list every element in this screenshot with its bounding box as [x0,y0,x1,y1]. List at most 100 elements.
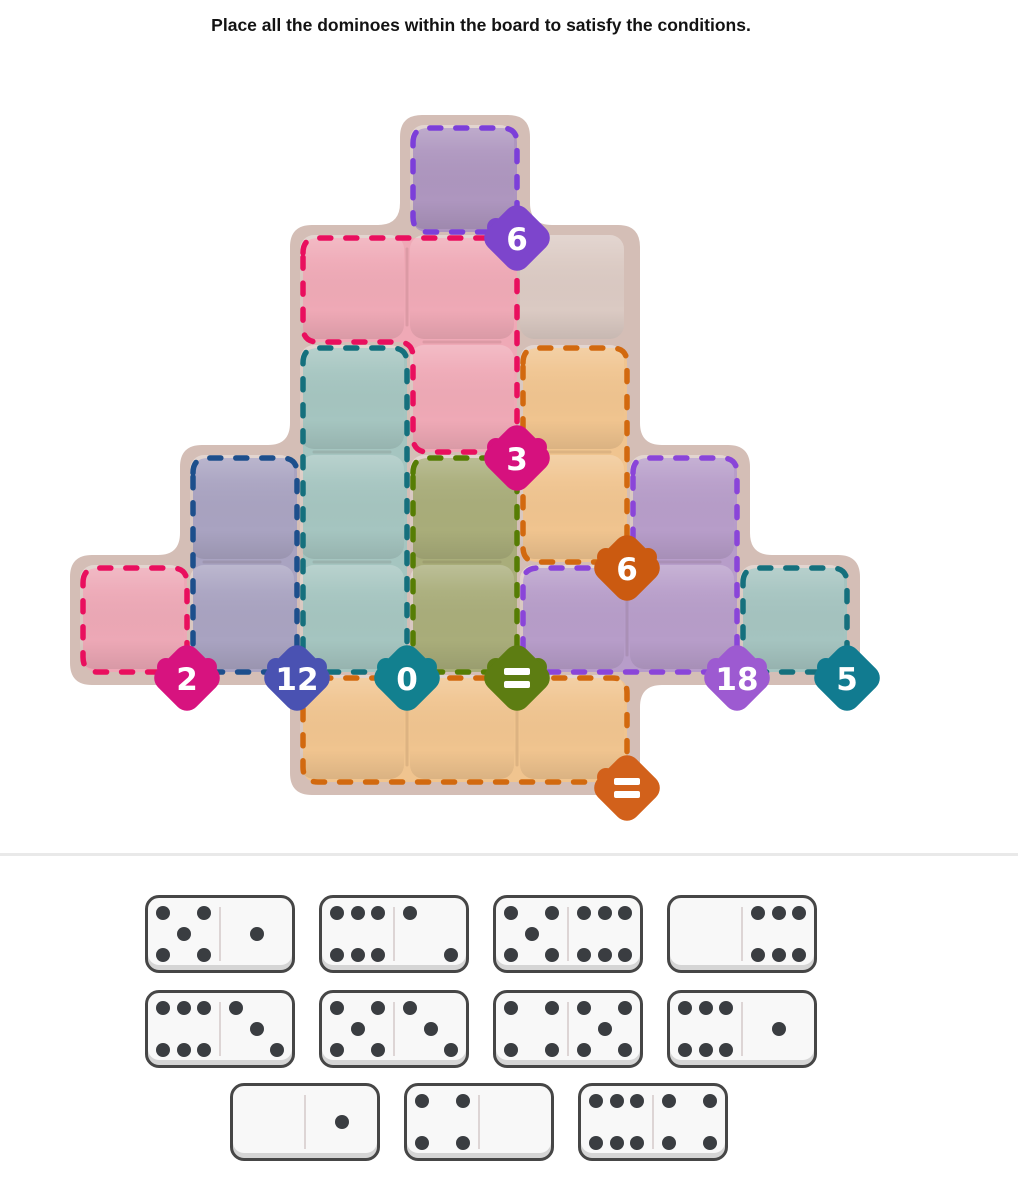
pip [597,947,612,962]
instructions-text: Place all the dominoes within the board … [211,15,751,35]
pip [618,1042,633,1057]
badge-diamond [484,425,550,491]
cell-shade [190,565,294,669]
pip [155,947,170,962]
domino-6-3[interactable] [145,990,295,1068]
pip [771,947,786,962]
pip [609,1135,624,1150]
pip [576,906,591,921]
domino-5-3[interactable] [319,990,469,1068]
badge-12: 12 [264,645,330,711]
pip [334,1115,349,1129]
domino-half-0 [233,1086,304,1158]
badge-diamond [814,645,880,711]
pip [402,906,417,921]
badge-5: 5 [814,645,880,711]
pip [371,1042,386,1057]
badge-label: 18 [715,662,758,698]
equals-icon [504,668,530,675]
badge-diamond [264,645,330,711]
cell-shade [410,675,514,779]
pip [371,947,386,962]
badge-diamond [594,535,660,601]
equals-icon [504,681,530,688]
pip [771,1022,786,1036]
equals-icon [614,791,640,798]
equals-icon [614,778,640,785]
domino-6-1[interactable] [667,990,817,1068]
pip [545,1001,560,1016]
domino-half-4 [407,1086,478,1158]
domino-half-2 [395,898,466,970]
cell-shade [410,455,514,559]
domino-6-4[interactable] [578,1083,728,1161]
domino-4-5[interactable] [493,990,643,1068]
pip [750,947,765,962]
pip [329,1001,344,1016]
domino-half-1 [743,993,814,1065]
pip [545,1042,560,1057]
pip [703,1135,718,1150]
domino-half-1 [306,1086,377,1158]
pip [423,1022,438,1036]
pip [661,1094,676,1109]
badge-label: 2 [176,662,198,698]
pip [155,1042,170,1057]
pip [698,1001,713,1016]
pip [576,947,591,962]
pip [414,1135,429,1150]
domino-half-4 [496,993,567,1065]
pip [524,927,539,941]
domino-divider [219,907,221,961]
pip [329,906,344,921]
pip [249,927,264,941]
domino-half-6 [581,1086,652,1158]
pip [350,906,365,921]
domino-0-6[interactable] [667,895,817,973]
badge-= [594,755,660,821]
pip [176,1042,191,1057]
domino-half-6 [322,898,393,970]
pip [414,1094,429,1109]
domino-5-6[interactable] [493,895,643,973]
cell-shade [300,345,404,449]
pip [402,1001,417,1016]
cell-shade [300,675,404,779]
pip [750,906,765,921]
badge-diamond [154,645,220,711]
domino-4-0[interactable] [404,1083,554,1161]
pip [503,1001,518,1016]
domino-half-1 [221,898,292,970]
domino-divider [741,1002,743,1056]
cell-shade [520,345,624,449]
pip [249,1022,264,1036]
pip [630,1135,645,1150]
domino-divider [652,1095,654,1149]
pip [719,1042,734,1057]
domino-divider [567,1002,569,1056]
pip [329,947,344,962]
domino-6-2[interactable] [319,895,469,973]
domino-half-0 [670,898,741,970]
domino-divider [304,1095,306,1149]
badge-6: 6 [594,535,660,601]
pip [197,906,212,921]
domino-5-1[interactable] [145,895,295,973]
badge-label: 5 [836,662,858,698]
badge-label: 6 [616,552,638,588]
domino-divider [393,1002,395,1056]
pip [329,1042,344,1057]
pip [444,947,459,962]
domino-divider [219,1002,221,1056]
badge-diamond [484,645,550,711]
pip [270,1042,285,1057]
pip [545,947,560,962]
pip [597,906,612,921]
badge-0: 0 [374,645,440,711]
pip [503,906,518,921]
cell-shade [300,235,404,339]
domino-0-1[interactable] [230,1083,380,1161]
pip [155,1001,170,1016]
domino-half-4 [654,1086,725,1158]
